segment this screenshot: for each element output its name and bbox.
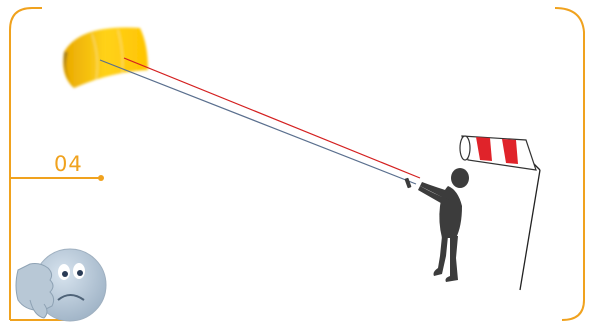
windsock-icon [460, 136, 540, 290]
kite-icon [63, 28, 148, 89]
kite-lines [100, 58, 420, 184]
step-number: 04 [54, 152, 83, 176]
kite-rider-icon [404, 168, 469, 282]
thumbs-down-sad-face-icon [16, 249, 106, 321]
